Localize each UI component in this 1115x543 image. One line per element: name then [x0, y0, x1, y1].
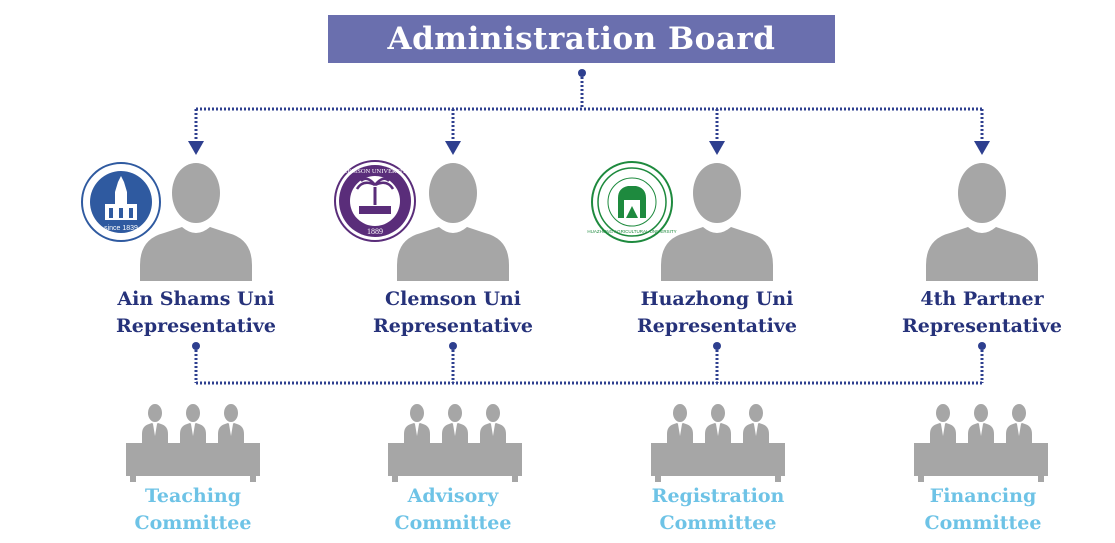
person-icon: [397, 163, 509, 281]
administration-board-box: Administration Board: [328, 15, 835, 63]
administration-board-title: Administration Board: [387, 21, 776, 57]
ain-shams-logo-icon: since 1839: [81, 162, 161, 242]
arrow-to-rep-2: [445, 109, 461, 155]
committee-icon: [388, 404, 522, 482]
committee-icon: [914, 404, 1048, 482]
committee-label-teaching: Teaching Committee: [134, 485, 252, 534]
representative-label-1: Ain Shams Uni Representative: [115, 288, 277, 337]
person-icon: [661, 163, 773, 281]
down-arrows: [188, 109, 990, 155]
person-icon: [926, 163, 1038, 281]
svg-text:CLEMSON UNIVERSITY: CLEMSON UNIVERSITY: [339, 168, 411, 175]
board-connector: [196, 69, 982, 111]
representative-label-4: 4th Partner Representative: [901, 288, 1063, 337]
committee-label-advisory: Advisory Committee: [394, 485, 512, 534]
arrow-to-rep-4: [974, 109, 990, 155]
committee-icon: [126, 404, 260, 482]
representative-label-2: Clemson Uni Representative: [372, 288, 534, 337]
svg-text:1889: 1889: [367, 227, 383, 236]
arrow-to-rep-1: [188, 109, 204, 155]
arrow-to-rep-3: [709, 109, 725, 155]
person-icon: [140, 163, 252, 281]
representative-label-3: Huazhong Uni Representative: [636, 288, 798, 337]
representative-figures: [140, 163, 1038, 281]
committee-connector: [192, 342, 986, 385]
committee-label-registration: Registration Committee: [651, 485, 785, 534]
svg-text:HUAZHONG AGRICULTURAL UNIVERSI: HUAZHONG AGRICULTURAL UNIVERSITY: [587, 229, 676, 234]
clemson-logo-icon: CLEMSON UNIVERSITY 1889: [334, 160, 416, 242]
committee-icon: [651, 404, 785, 482]
committee-figures: [126, 404, 1048, 482]
huazhong-logo-icon: HUAZHONG AGRICULTURAL UNIVERSITY: [587, 161, 677, 243]
committee-label-financing: Financing Committee: [924, 485, 1042, 534]
svg-text:since 1839: since 1839: [104, 225, 138, 232]
